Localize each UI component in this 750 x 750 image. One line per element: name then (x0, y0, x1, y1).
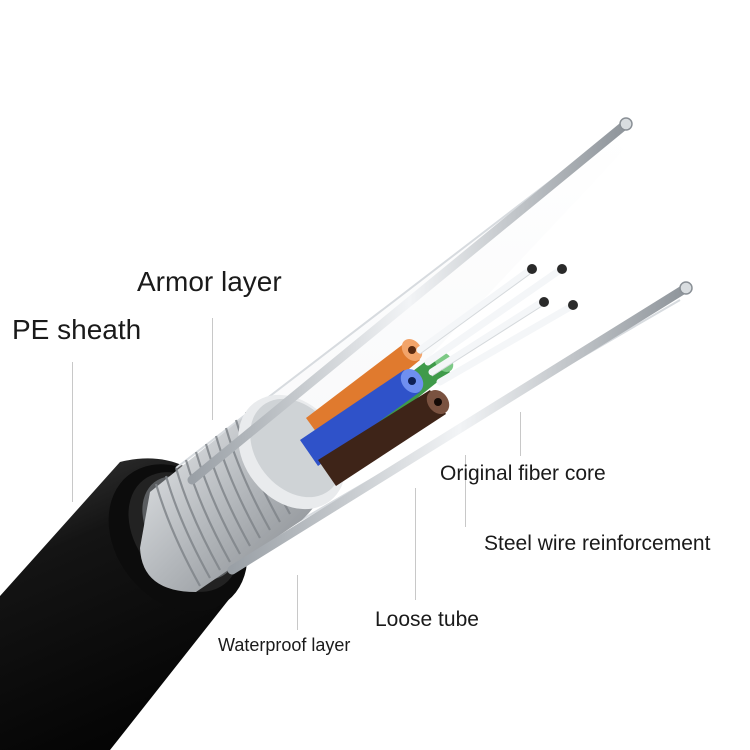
fiber-end-2 (557, 264, 567, 274)
leader-waterproof-layer (297, 575, 298, 630)
fiber-end-3 (539, 297, 549, 307)
steel-wire-upper (187, 117, 633, 485)
leader-steel-wire (465, 455, 466, 527)
steel-wire-lower (227, 281, 693, 575)
label-armor-layer: Armor layer (137, 266, 282, 297)
loose-tube-blue (300, 369, 424, 466)
leader-pe-sheath (72, 362, 73, 502)
fiber-end-1 (527, 264, 537, 274)
leader-armor-layer (212, 318, 213, 420)
original-fiber-cores (416, 264, 578, 386)
label-steel-wire-reinforcement: Steel wire reinforcement (484, 532, 711, 555)
leader-loose-tube (415, 488, 416, 600)
label-waterproof-layer: Waterproof layer (218, 635, 351, 655)
loose-tube-brown (318, 390, 450, 486)
leader-original-fiber-core (520, 412, 521, 456)
fiber-end-4 (568, 300, 578, 310)
label-original-fiber-core: Original fiber core (440, 462, 606, 485)
label-loose-tube: Loose tube (375, 608, 479, 631)
armor-layer (140, 394, 346, 592)
loose-tube-orange (306, 339, 423, 440)
label-pe-sheath: PE sheath (12, 314, 142, 345)
